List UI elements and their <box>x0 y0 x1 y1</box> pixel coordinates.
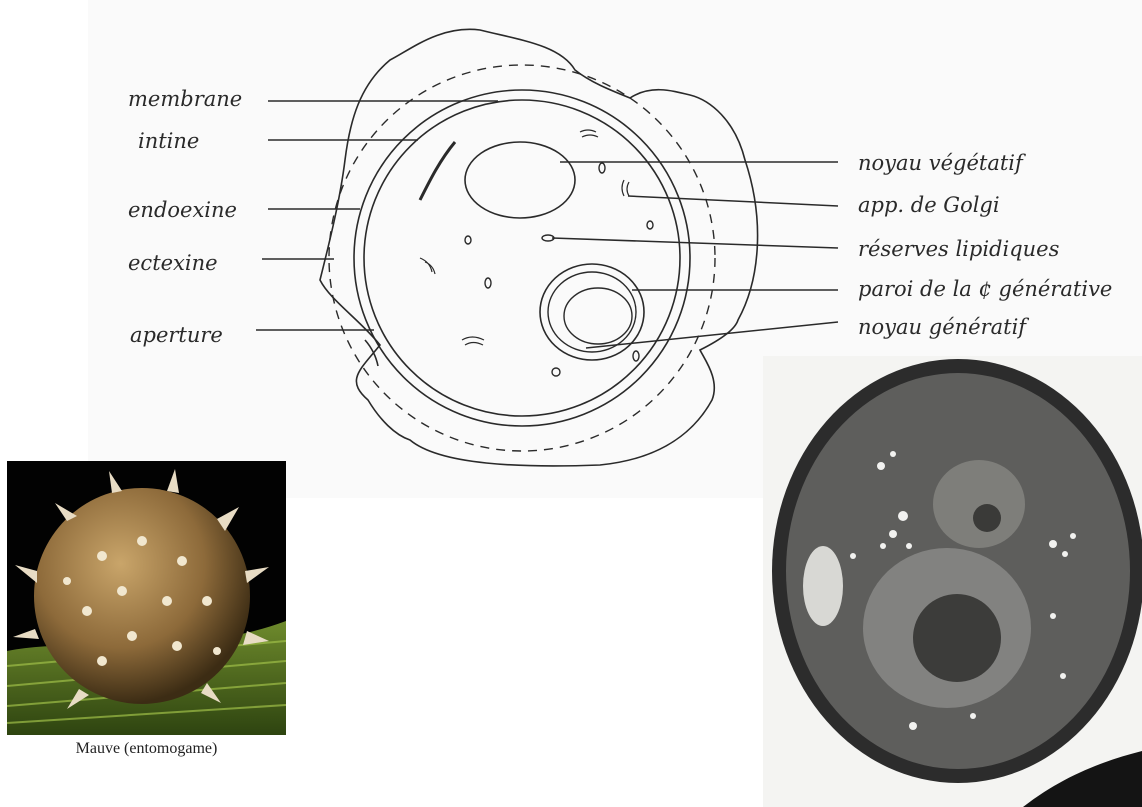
vegetative-nucleus <box>465 142 575 218</box>
intine-circle <box>364 100 680 416</box>
sem-photo-caption: Mauve (entomogame) <box>7 740 286 758</box>
left-leaders <box>256 101 498 330</box>
label-noyau-vegetatif: noyau végétatif <box>858 151 1026 175</box>
sem-pollen-photo <box>7 461 286 735</box>
generative-cell-wall-inner <box>548 272 636 352</box>
label-membrane: membrane <box>128 87 242 111</box>
tem-pollen-photo <box>763 356 1142 807</box>
label-intine: intine <box>138 129 199 153</box>
generative-nucleus <box>564 288 632 344</box>
endexine-dashed <box>329 65 715 451</box>
exine-outline <box>320 29 758 466</box>
generative-cell-wall-outer <box>540 264 644 360</box>
label-noyau-generatif: noyau génératif <box>858 315 1029 339</box>
label-reserves: réserves lipidiques <box>858 237 1060 261</box>
label-golgi: app. de Golgi <box>858 193 1000 217</box>
right-leaders <box>552 162 838 348</box>
er-stroke <box>420 142 455 200</box>
label-endoexine: endoexine <box>128 198 237 222</box>
label-aperture: aperture <box>130 323 223 347</box>
label-ectexine: ectexine <box>128 251 218 275</box>
label-paroi: paroi de la ¢ générative <box>858 277 1112 301</box>
aperture-mark <box>365 340 378 366</box>
